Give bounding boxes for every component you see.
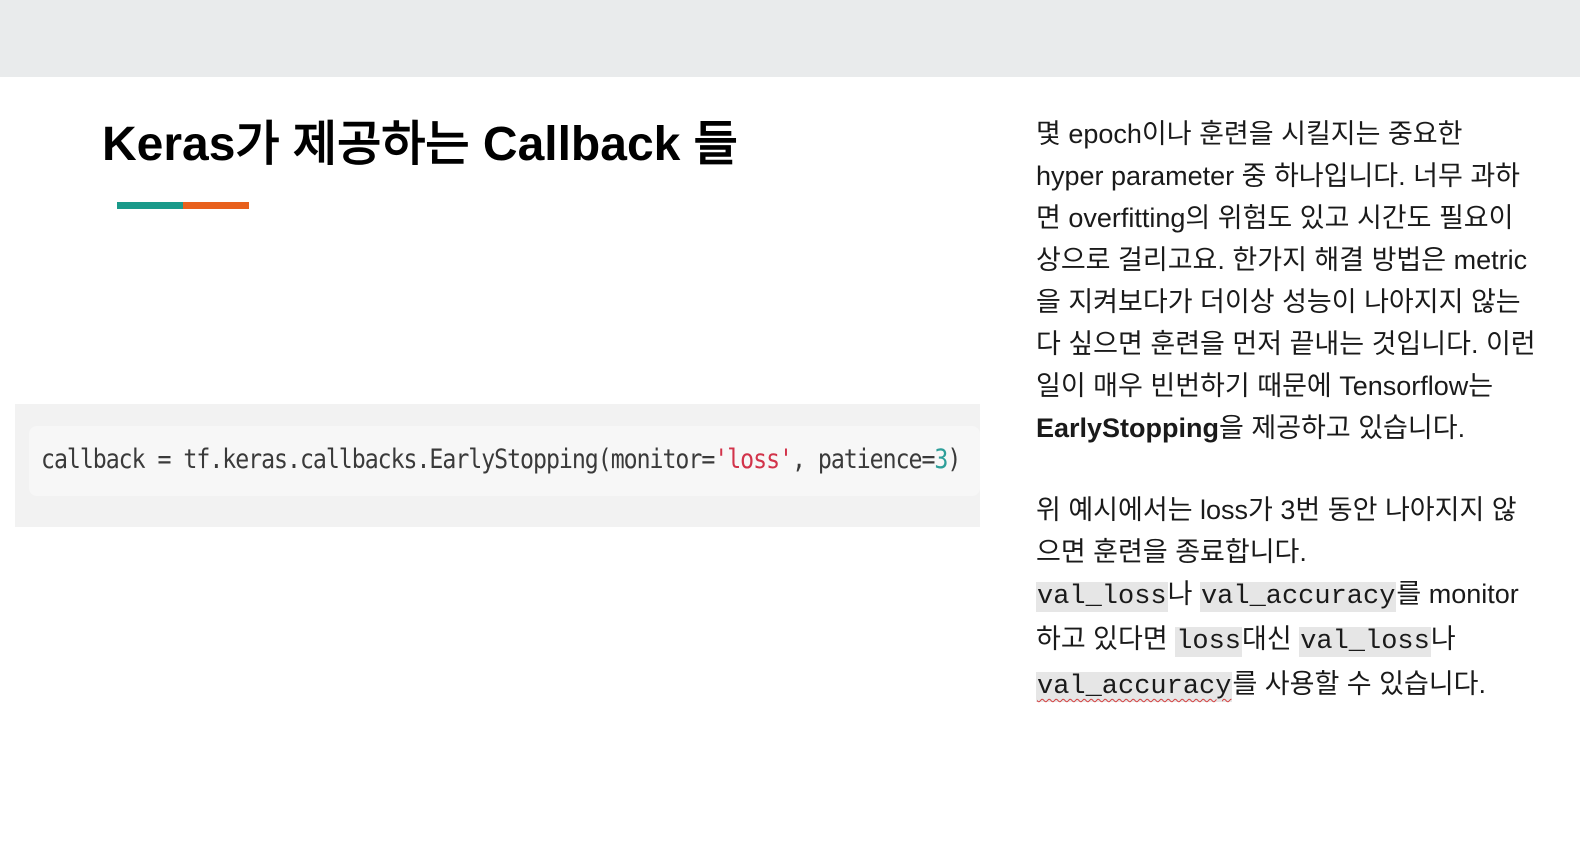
speaker-notes[interactable]: 몇 epoch이나 훈련을 시킬지는 중요한 hyper parameter 중… [1036,113,1536,708]
notes-p1-text-a: 몇 epoch이나 훈련을 시킬지는 중요한 hyper parameter 중… [1036,119,1536,401]
code-line: callback = tf.keras.callbacks.EarlyStopp… [41,442,961,478]
slide-title: Keras가 제공하는 Callback 들 [102,118,738,171]
notes-p3-text-1: 나 [1167,579,1200,609]
notes-p3-text-3: 대신 [1242,624,1300,654]
inline-code-loss: loss [1175,627,1243,657]
notes-p3-text-5: 를 사용할 수 있습니다. [1232,669,1487,699]
code-middle: , patience= [791,444,935,475]
code-block[interactable]: callback = tf.keras.callbacks.EarlyStopp… [29,426,980,496]
notes-p3-text-4: 나 [1430,624,1456,654]
paragraph-gap [1036,449,1536,489]
notes-p3-text-2: 를 monitor하고 있다면 [1036,579,1519,654]
inline-code-val-accuracy: val_accuracy [1199,582,1397,612]
accent-segment-teal [117,202,183,209]
notes-p1-bold: EarlyStopping [1036,413,1220,443]
slide: Keras가 제공하는 Callback 들 callback = tf.ker… [0,77,1580,852]
code-prefix: callback = tf.keras.callbacks.EarlyStopp… [41,444,715,475]
top-bar [0,0,1580,77]
notes-paragraph-1: 몇 epoch이나 훈련을 시킬지는 중요한 hyper parameter 중… [1036,113,1536,449]
notes-paragraph-2: 위 예시에서는 loss가 3번 동안 나아지지 않으면 훈련을 종료합니다. [1036,495,1517,567]
code-suffix: ) [947,444,961,475]
notes-p1-text-b: 을 제공하고 있습니다. [1219,413,1466,443]
inline-code-val-accuracy-2: val_accuracy [1036,672,1233,702]
code-string-literal: 'loss' [714,444,793,475]
code-number-literal: 3 [934,444,948,475]
title-accent-bar [117,202,249,209]
inline-code-val-loss: val_loss [1036,582,1168,612]
accent-segment-orange [183,202,249,209]
notes-paragraph-3: val_loss나 val_accuracy를 monitor하고 있다면 lo… [1036,573,1536,708]
inline-code-val-loss-2: val_loss [1299,627,1431,657]
code-panel: callback = tf.keras.callbacks.EarlyStopp… [15,404,980,527]
